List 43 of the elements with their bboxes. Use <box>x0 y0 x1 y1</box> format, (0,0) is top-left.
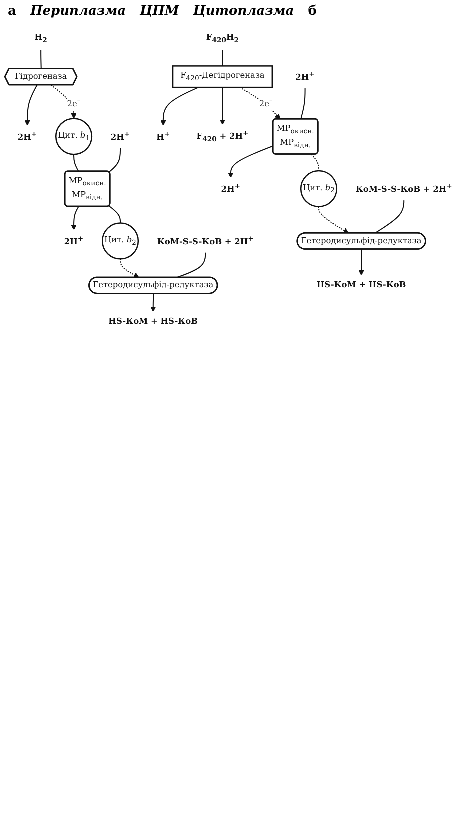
arrow <box>71 206 80 230</box>
connector <box>108 148 122 173</box>
arrow <box>318 206 349 234</box>
node-text: 2H$^{+}$ <box>18 130 38 142</box>
node-text: F$_{420}$H$_{2}$ <box>206 33 240 44</box>
node-circle: Цит. b$_{2}$ <box>102 222 140 260</box>
node-circle: Цит. b$_{1}$ <box>55 118 93 156</box>
node-text: HS-КоМ + HS-КоВ <box>108 316 198 326</box>
node-box: F$_{420}$-Дегідрогеназа <box>172 66 274 88</box>
connector <box>300 88 306 120</box>
connector <box>311 154 320 172</box>
node-text: H$^{+}$ <box>156 130 170 142</box>
region-label: Периплазма <box>30 4 126 19</box>
node-text: H$_{2}$ <box>34 33 48 44</box>
connector <box>108 206 122 224</box>
arrow <box>220 88 226 126</box>
node-text: КоМ-S-S-КоВ + 2H$^{+}$ <box>356 182 452 195</box>
node-text: HS-КоМ + HS-КоВ <box>316 280 406 290</box>
node-text: 2H$^{+}$ <box>221 182 241 195</box>
node-text: КоМ-S-S-КоВ + 2H$^{+}$ <box>157 234 254 247</box>
node-circle: Цит. b$_{2}$ <box>300 170 338 208</box>
node-text: 2H$^{+}$ <box>110 130 130 142</box>
edge-label: 2e$^{–}$ <box>259 96 273 109</box>
arrow <box>24 85 38 126</box>
arrow <box>120 259 140 278</box>
connector <box>40 49 42 70</box>
region-label: ЦПМ <box>140 4 180 19</box>
arrow <box>228 146 274 178</box>
panel-letter: а <box>8 4 16 19</box>
node-text: 2H$^{+}$ <box>296 70 315 83</box>
region-label: Цитоплазма <box>193 4 294 19</box>
arrow <box>150 294 156 312</box>
arrow <box>51 84 77 119</box>
arrow <box>240 87 281 120</box>
edge-label: 2e$^{–}$ <box>67 96 81 109</box>
connector <box>74 154 80 172</box>
arrow <box>160 87 199 126</box>
connector <box>222 49 224 66</box>
connector <box>374 200 405 234</box>
node-text: F$_{420}$ + 2H$^{+}$ <box>196 129 249 144</box>
panel-letter: б <box>308 4 317 19</box>
node-text: 2H$^{+}$ <box>64 234 84 247</box>
arrow <box>358 250 364 276</box>
